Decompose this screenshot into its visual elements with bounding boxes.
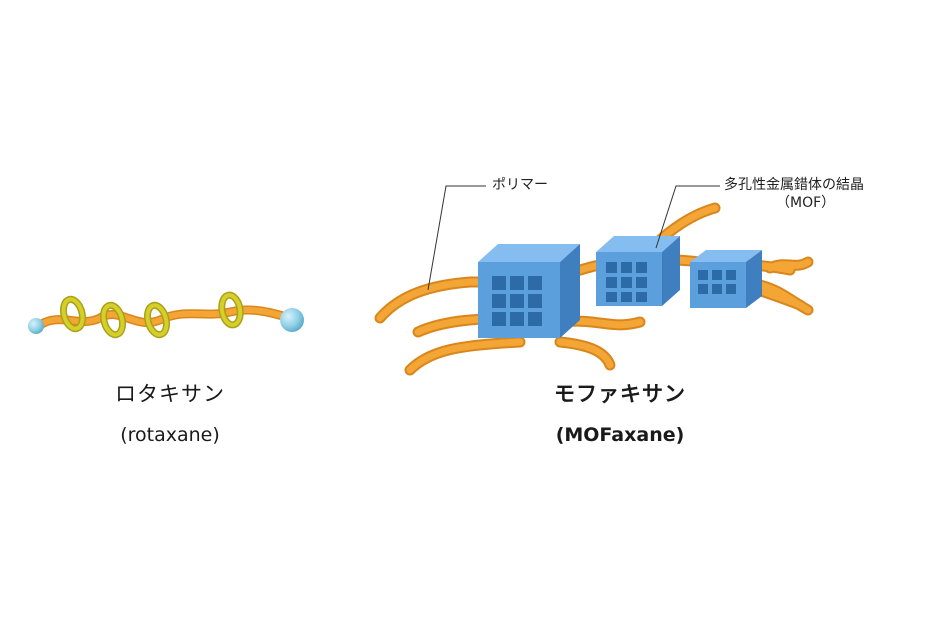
mof-callout-line [655,185,720,249]
rotaxane-ring [99,301,127,339]
mof-label: 多孔性金属錯体の結晶 （MOF） [724,176,864,212]
mofaxane-graphic [374,185,814,376]
rotaxane-ring [143,301,171,339]
rotaxane-stopper-left [28,318,44,334]
polymer-callout-line [427,185,486,291]
polymer-label: ポリマー [492,177,548,193]
mof-crystal-cube [690,250,762,308]
mof-crystal-cube [596,236,680,306]
mof-crystal-cube [478,244,580,338]
rotaxane-graphic [28,291,304,339]
mofaxane-title-en: (MOFaxane) [555,424,685,446]
rotaxane-stopper-right [280,308,304,332]
rotaxane-ring [59,295,87,333]
mof-label-line1: 多孔性金属錯体の結晶 [724,177,864,193]
mof-label-line2: （MOF） [776,195,836,211]
rotaxane-title-en: (rotaxane) [120,424,220,446]
mofaxane-title-ja: モファキサン [554,382,686,406]
rotaxane-title-ja: ロタキサン [115,382,225,406]
rotaxane-ring [218,291,244,329]
